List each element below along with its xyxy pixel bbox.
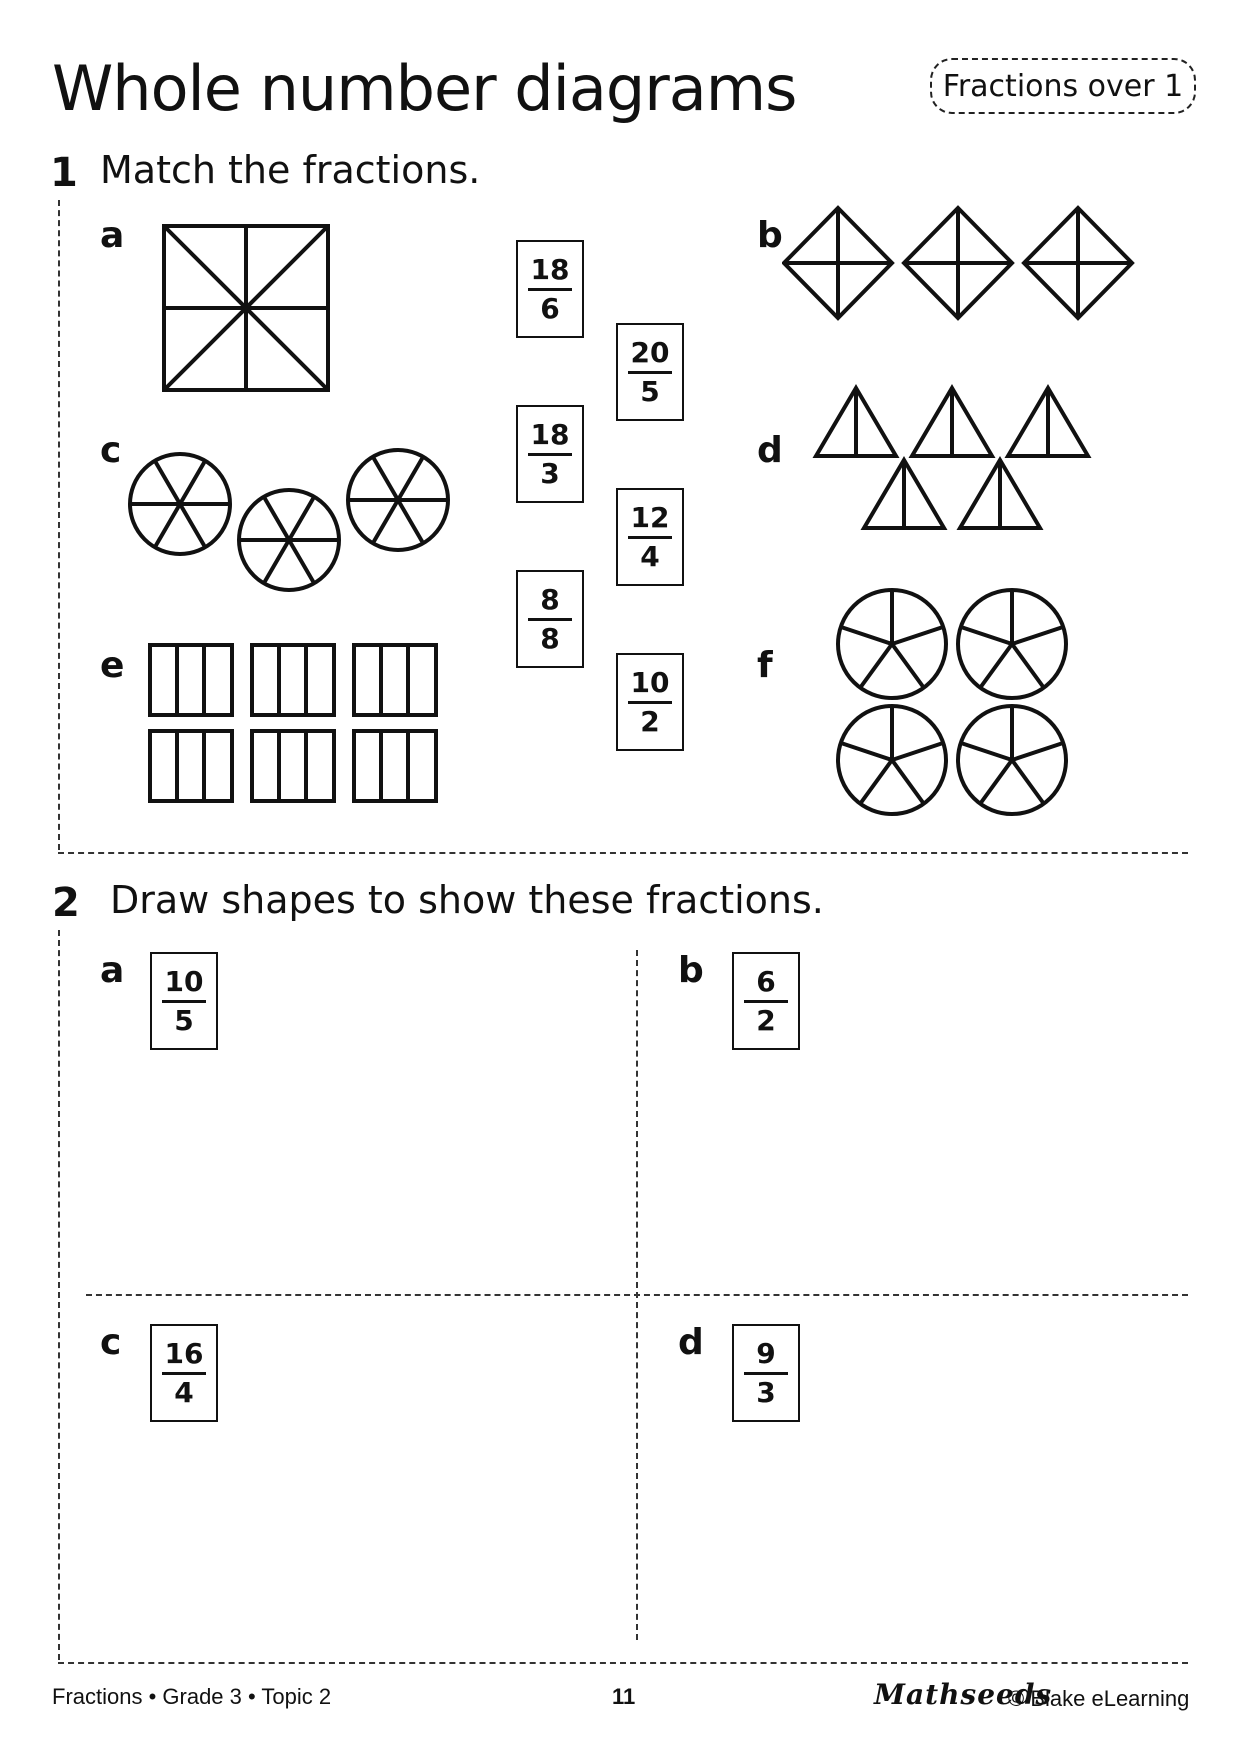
brand-logo: Mathseeds bbox=[874, 1678, 1053, 1711]
shape-a-square-eighths bbox=[162, 224, 330, 392]
fraction-numerator: 6 bbox=[756, 964, 776, 998]
fraction-card[interactable]: 20 5 bbox=[616, 323, 684, 421]
fraction-numerator: 8 bbox=[540, 582, 560, 616]
q1-label-b: b bbox=[757, 215, 783, 256]
fraction-denominator: 8 bbox=[540, 621, 560, 655]
fraction-bar bbox=[162, 1371, 206, 1375]
fraction-denominator: 4 bbox=[640, 539, 660, 573]
fraction-bar bbox=[628, 700, 672, 704]
q2-label-c: c bbox=[100, 1322, 122, 1363]
fraction-denominator: 3 bbox=[540, 456, 560, 490]
shape-f-circles-fifths bbox=[836, 588, 1068, 816]
fraction-numerator: 12 bbox=[630, 500, 670, 534]
drawing-area-a[interactable] bbox=[90, 1060, 610, 1280]
footer-topic: Fractions • Grade 3 • Topic 2 bbox=[52, 1684, 332, 1709]
question-2-instruction: Draw shapes to show these fractions. bbox=[110, 878, 824, 922]
q2-left-border bbox=[58, 930, 60, 1660]
q1-left-border bbox=[58, 200, 60, 850]
shape-d-triangles-halves bbox=[812, 384, 1092, 530]
q1-label-e: e bbox=[100, 645, 125, 686]
copyright: © Blake eLearning bbox=[1008, 1686, 1190, 1711]
fraction-numerator: 16 bbox=[164, 1336, 204, 1370]
fraction-bar bbox=[528, 287, 572, 291]
q1-bottom-border bbox=[58, 852, 1188, 854]
page-title: Whole number diagrams bbox=[52, 52, 797, 125]
fraction-card[interactable]: 8 8 bbox=[516, 570, 584, 668]
fraction-denominator: 2 bbox=[640, 704, 660, 738]
shape-b-diamonds-quarters bbox=[782, 205, 1135, 321]
fraction-card-a: 10 5 bbox=[150, 952, 218, 1050]
fraction-numerator: 20 bbox=[630, 335, 670, 369]
fraction-numerator: 9 bbox=[756, 1336, 776, 1370]
q1-label-f: f bbox=[757, 645, 773, 686]
fraction-denominator: 3 bbox=[756, 1375, 776, 1409]
drawing-area-d[interactable] bbox=[660, 1432, 1180, 1642]
fraction-denominator: 2 bbox=[756, 1003, 776, 1037]
q2-label-b: b bbox=[678, 950, 704, 991]
fraction-card[interactable]: 18 6 bbox=[516, 240, 584, 338]
q1-label-c: c bbox=[100, 430, 122, 471]
fraction-numerator: 18 bbox=[530, 252, 570, 286]
q1-label-a: a bbox=[100, 215, 125, 256]
fraction-numerator: 10 bbox=[630, 665, 670, 699]
fraction-numerator: 10 bbox=[164, 964, 204, 998]
fraction-card[interactable]: 10 2 bbox=[616, 653, 684, 751]
fraction-bar bbox=[744, 1371, 788, 1375]
fraction-denominator: 4 bbox=[174, 1375, 194, 1409]
fraction-bar bbox=[744, 999, 788, 1003]
fraction-bar bbox=[528, 617, 572, 621]
question-2-number: 2 bbox=[52, 880, 80, 926]
fraction-card[interactable]: 18 3 bbox=[516, 405, 584, 503]
fraction-bar bbox=[628, 370, 672, 374]
drawing-area-c[interactable] bbox=[90, 1432, 610, 1642]
fraction-denominator: 6 bbox=[540, 291, 560, 325]
q2-middle-divider bbox=[86, 1294, 1188, 1296]
question-1-number: 1 bbox=[50, 150, 78, 196]
fraction-bar bbox=[162, 999, 206, 1003]
fraction-denominator: 5 bbox=[640, 374, 660, 408]
shape-c-circles-sixths bbox=[128, 448, 450, 592]
question-1-instruction: Match the fractions. bbox=[100, 148, 481, 192]
fraction-card-c: 16 4 bbox=[150, 1324, 218, 1422]
page-number: 11 bbox=[612, 1684, 636, 1709]
shape-e-rectangles-thirds bbox=[148, 643, 438, 803]
q1-label-d: d bbox=[757, 430, 783, 471]
q2-bottom-border bbox=[58, 1662, 1188, 1664]
drawing-area-b[interactable] bbox=[660, 1060, 1180, 1280]
fraction-card[interactable]: 12 4 bbox=[616, 488, 684, 586]
fraction-bar bbox=[528, 452, 572, 456]
q2-label-a: a bbox=[100, 950, 125, 991]
fraction-numerator: 18 bbox=[530, 417, 570, 451]
fraction-bar bbox=[628, 535, 672, 539]
fraction-card-b: 6 2 bbox=[732, 952, 800, 1050]
fraction-denominator: 5 bbox=[174, 1003, 194, 1037]
topic-tag: Fractions over 1 bbox=[930, 58, 1196, 114]
fraction-card-d: 9 3 bbox=[732, 1324, 800, 1422]
q2-label-d: d bbox=[678, 1322, 704, 1363]
